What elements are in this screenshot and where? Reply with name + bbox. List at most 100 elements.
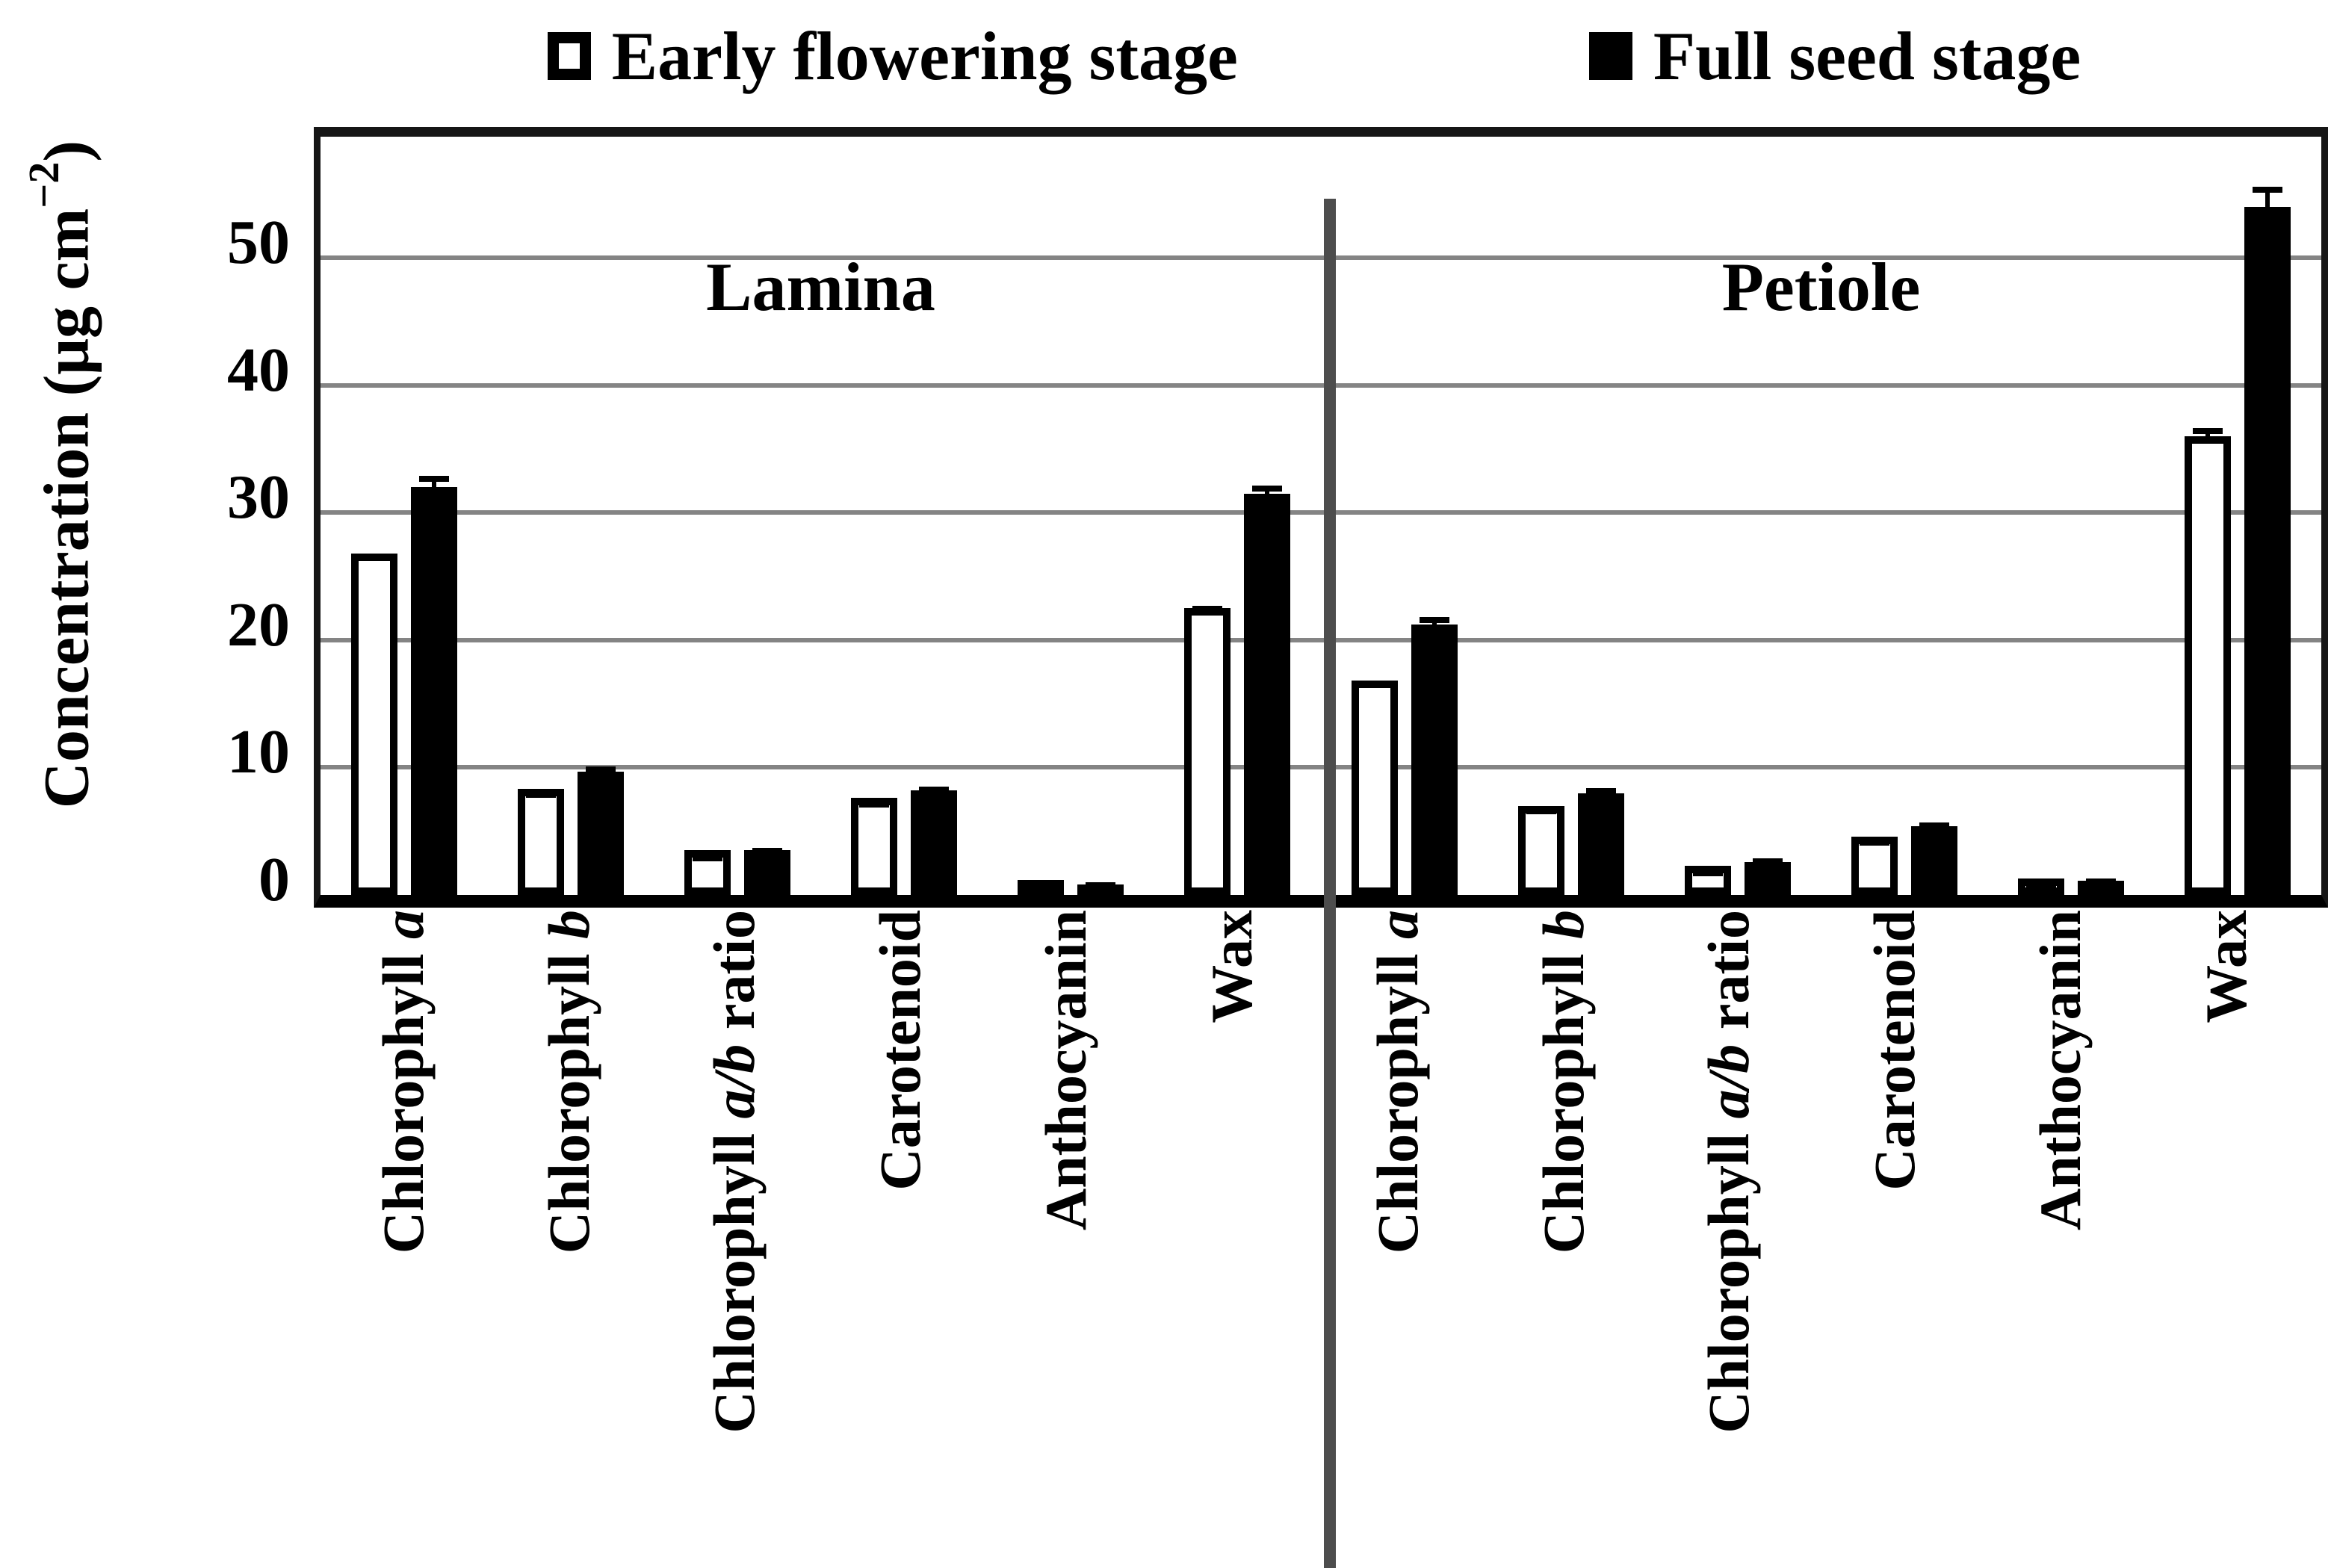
bar-pair-petiole-1	[1517, 787, 1624, 895]
error-bar	[1192, 605, 1223, 616]
x-category-label-petiole-4: Anthocyanin	[2028, 910, 2093, 1231]
bar-lamina-5-full	[1244, 486, 1291, 895]
error-bar	[418, 475, 449, 488]
x-category-label-petiole-2: Chlorophyll a/b ratio	[1696, 910, 1762, 1434]
x-label-cell: Chlorophyll a/b ratio	[1677, 910, 1783, 1434]
bar-petiole-2-full	[1744, 858, 1791, 895]
error-bar	[692, 855, 722, 862]
x-label-cell: Carotenoid	[847, 910, 953, 1191]
error-bar	[1359, 681, 1390, 689]
y-tick-label-50: 50	[227, 208, 290, 278]
error-bar	[359, 554, 389, 561]
x-labels-lamina: Chlorophyll a Chlorophyll b Chlorophyll a/…	[321, 910, 1315, 1560]
legend-item-early-flowering: Early flowering stage	[547, 18, 1238, 94]
error-bar	[1419, 617, 1449, 625]
y-tick-label-20: 20	[227, 589, 290, 660]
y-tick-label-0: 0	[259, 845, 290, 914]
gridline-50	[321, 255, 2321, 261]
bar-petiole-1-full	[1577, 787, 1624, 895]
error-bar	[2253, 186, 2283, 207]
bar-lamina-4-full	[1077, 881, 1124, 895]
x-category-label-petiole-1: Chlorophyll b	[1530, 910, 1596, 1254]
error-bar	[525, 791, 556, 798]
gridline-10	[321, 765, 2321, 770]
error-bar	[1919, 822, 1950, 828]
error-bar	[1026, 884, 1056, 892]
x-label-cell: Carotenoid	[1842, 910, 1948, 1191]
bar-lamina-3-full	[911, 787, 958, 895]
early-flowering-marker-icon	[547, 32, 591, 80]
bar-groups	[321, 137, 2321, 895]
x-label-cell: Chlorophyll a	[1345, 910, 1451, 1254]
y-tick-label-30: 30	[227, 462, 290, 533]
bar-pair-lamina-1	[517, 766, 624, 895]
bar-pair-petiole-0	[1351, 617, 1458, 895]
error-bar	[2193, 428, 2223, 444]
y-tick-label-10: 10	[227, 717, 290, 787]
bar-petiole-5-early	[2185, 428, 2232, 895]
x-category-label-lamina-3: Carotenoid	[867, 910, 933, 1191]
x-category-label-lamina-1: Chlorophyll b	[536, 910, 601, 1254]
bar-lamina-2-early	[684, 850, 731, 895]
error-bar	[752, 847, 782, 855]
error-bar	[1692, 870, 1723, 878]
bar-lamina-3-early	[851, 798, 898, 895]
error-bar	[1526, 808, 1556, 814]
x-category-label-petiole-5: Wax	[2193, 910, 2259, 1023]
group-divider-line	[1324, 199, 1336, 1568]
legend-label-full-seed: Full seed stage	[1653, 18, 2081, 94]
bar-petiole-5-full	[2244, 186, 2291, 895]
bar-petiole-3-full	[1911, 822, 1958, 895]
x-category-label-lamina-4: Anthocyanin	[1033, 910, 1099, 1231]
error-bar	[1752, 858, 1783, 864]
x-axis-category-labels: Chlorophyll a Chlorophyll b Chlorophyll a/…	[321, 910, 2309, 1560]
bar-lamina-0-early	[350, 553, 397, 895]
bar-petiole-3-early	[1851, 836, 1898, 895]
legend: Early flowering stage Full seed stage	[314, 15, 2315, 97]
bar-lamina-0-full	[410, 475, 457, 895]
bar-petiole-0-full	[1411, 617, 1458, 895]
x-label-cell: Anthocyanin	[1013, 910, 1119, 1230]
error-bar	[1252, 486, 1283, 494]
error-bar	[1860, 840, 1890, 846]
group-petiole	[1321, 137, 2321, 895]
bar-pair-petiole-3	[1851, 822, 1958, 895]
bar-lamina-1-full	[577, 766, 624, 895]
x-label-cell: Chlorophyll a/b ratio	[682, 910, 788, 1434]
bar-pair-lamina-2	[684, 847, 790, 895]
gridline-40	[321, 382, 2321, 388]
y-tick-label-40: 40	[227, 335, 290, 405]
bar-pair-lamina-0	[350, 475, 457, 895]
x-label-cell: Chlorophyll b	[516, 910, 622, 1254]
y-axis-title-close: )	[30, 140, 102, 162]
bar-pair-lamina-3	[851, 787, 958, 895]
bar-petiole-4-full	[2078, 878, 2125, 895]
bar-petiole-0-early	[1351, 681, 1398, 895]
error-bar	[859, 802, 890, 808]
bar-pair-lamina-4	[1018, 880, 1124, 895]
group-lamina	[321, 137, 1321, 895]
x-category-label-petiole-3: Carotenoid	[1862, 910, 1928, 1191]
bar-lamina-2-full	[743, 847, 790, 895]
bar-lamina-4-early	[1018, 880, 1065, 895]
legend-item-full-seed: Full seed stage	[1588, 18, 2081, 94]
bar-petiole-2-early	[1684, 865, 1731, 895]
x-category-label-petiole-0: Chlorophyll a	[1364, 910, 1430, 1254]
gridline-20	[321, 637, 2321, 642]
gridline-30	[321, 510, 2321, 515]
error-bar	[1086, 881, 1116, 890]
x-label-cell: Chlorophyll a	[350, 910, 456, 1254]
x-category-label-lamina-5: Wax	[1198, 910, 1264, 1023]
x-category-label-lamina-2: Chlorophyll a/b ratio	[702, 910, 767, 1434]
error-bar	[1585, 787, 1616, 794]
error-bar	[585, 766, 616, 772]
x-label-cell: Wax	[1179, 910, 1285, 1023]
error-bar	[2026, 883, 2057, 890]
bar-petiole-4-early	[2018, 878, 2065, 895]
legend-label-early-flowering: Early flowering stage	[611, 18, 1238, 94]
full-seed-marker-icon	[1588, 32, 1632, 80]
bar-pair-petiole-2	[1684, 858, 1791, 895]
x-labels-petiole: Chlorophyll a Chlorophyll b Chlorophyll a/…	[1315, 910, 2309, 1560]
